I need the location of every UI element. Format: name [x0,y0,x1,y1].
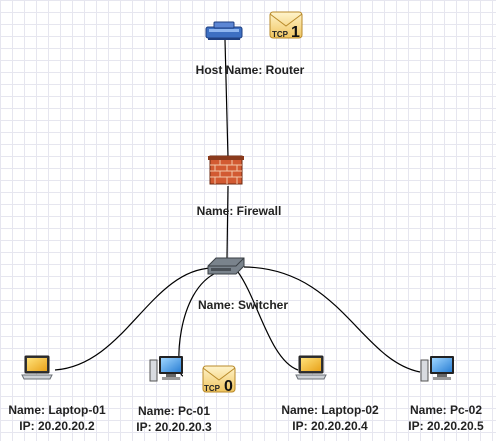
tcp-envelope-icon[interactable]: TCP 1 [269,11,303,41]
tcp-count: 0 [224,378,233,395]
link-router-firewall[interactable] [224,39,229,159]
firewall-label: Name: Firewall [196,204,282,218]
laptop01-name: Name: Laptop-01 [8,403,106,417]
pc02-name: Name: Pc-02 [409,403,483,417]
link-switcher-laptop02[interactable] [237,271,299,371]
tcp-count: 1 [291,24,300,41]
pc01-ip: IP: 20.20.20.3 [136,420,212,434]
link-switcher-pc02[interactable] [243,266,421,373]
laptop-icon[interactable] [295,355,327,380]
link-switcher-laptop01[interactable] [54,267,213,371]
desktop-pc-icon[interactable] [149,356,183,382]
tcp-envelope-icon[interactable]: TCP 0 [202,365,236,395]
tcp-text: TCP [204,384,221,393]
link-switcher-pc01[interactable] [178,271,219,377]
pc02-ip: IP: 20.20.20.5 [408,419,484,433]
tcp-text: TCP [272,30,289,39]
switch-icon[interactable] [207,257,245,275]
router-icon[interactable] [205,21,243,40]
laptop01-ip: IP: 20.20.20.2 [19,419,95,433]
links [54,39,421,377]
link-firewall-switcher[interactable] [226,185,229,259]
pc01-name: Name: Pc-01 [137,404,211,418]
laptop02-ip: IP: 20.20.20.4 [292,419,368,433]
router-label: Host Name: Router [195,63,305,77]
firewall-icon[interactable] [208,155,244,185]
laptop02-name: Name: Laptop-02 [281,403,379,417]
laptop-icon[interactable] [21,355,53,380]
desktop-pc-icon[interactable] [420,356,454,382]
switcher-label: Name: Switcher [197,298,289,312]
